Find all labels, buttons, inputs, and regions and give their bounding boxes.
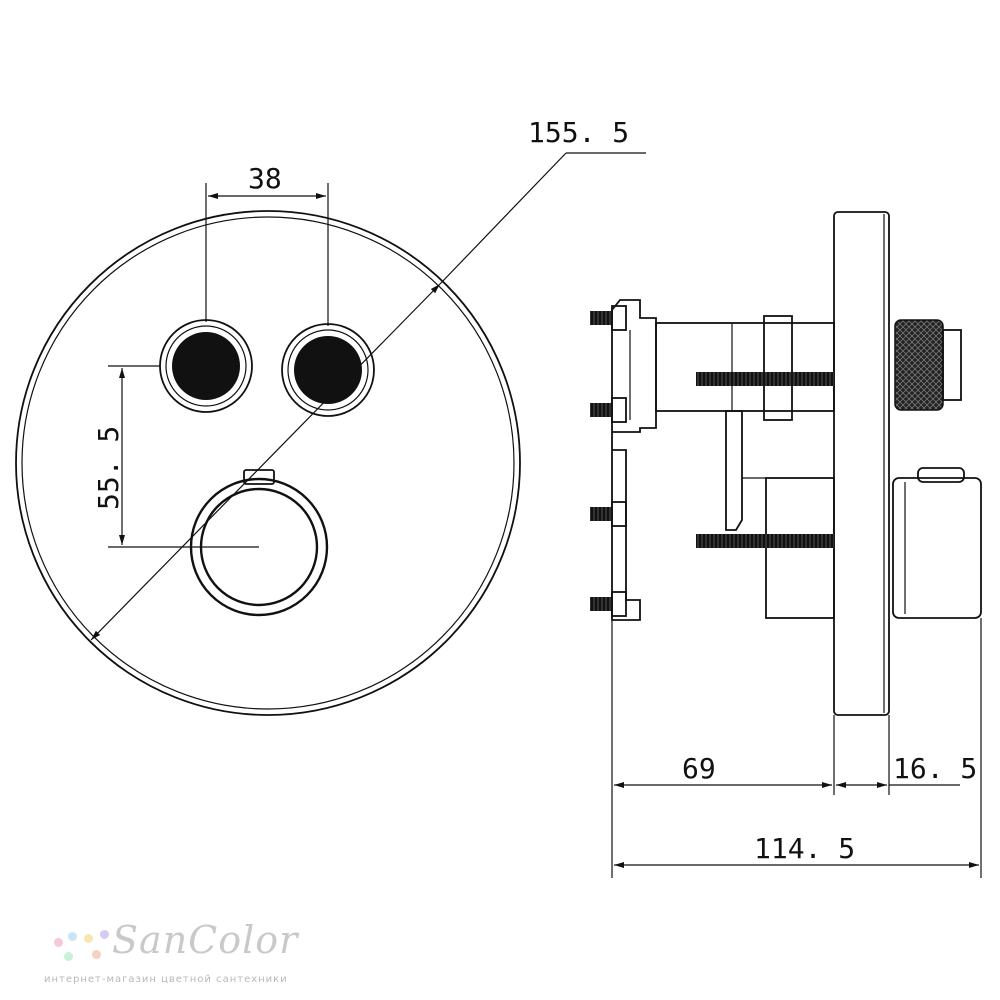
left-push-button <box>159 319 253 413</box>
brand-dot <box>64 952 73 961</box>
brand-dot <box>84 934 93 943</box>
lower-threaded-rod <box>696 534 834 548</box>
valve-body <box>655 315 835 619</box>
mounting-bolt-4 <box>590 591 627 617</box>
upper-threaded-rod <box>696 372 834 386</box>
knurled-button <box>894 319 962 411</box>
brand-dot <box>54 938 63 947</box>
mounting-bolt-2 <box>590 397 627 423</box>
dimension-vertical-offset: 55. 5 <box>92 365 259 548</box>
brand-logo-text: SanColor <box>112 918 299 962</box>
dimension-diameter-label: 155. 5 <box>528 116 629 149</box>
dimension-button-spacing: 38 <box>205 162 329 326</box>
dimension-total-depth-label: 114. 5 <box>754 832 855 865</box>
front-view: 38 55. 5 155. 5 <box>15 116 646 716</box>
dimension-total-depth: 114. 5 <box>614 832 979 868</box>
side-handle <box>892 467 982 619</box>
cover-plate-inner-edge <box>21 216 515 710</box>
mounting-bolt-3 <box>590 501 627 527</box>
cover-plate-outline <box>15 210 521 716</box>
dimension-diameter: 155. 5 <box>90 116 646 641</box>
thermostat-knob <box>189 469 329 617</box>
brand-dot <box>68 932 77 941</box>
dimension-body-depth-label: 69 <box>682 752 716 785</box>
side-view: 69 16. 5 114. 5 <box>590 211 982 878</box>
dimension-plate-depth-label: 16. 5 <box>893 752 977 785</box>
right-push-button <box>281 323 375 417</box>
wall-plate <box>833 211 890 716</box>
mounting-bolt-1 <box>590 305 627 331</box>
brand-tagline: интернет-магазин цветной сантехники <box>44 974 288 985</box>
brand-watermark: SanColor интернет-магазин цветной сантех… <box>40 918 340 990</box>
brand-dot <box>92 950 101 959</box>
mounting-bracket <box>611 299 657 621</box>
dimension-body-depth: 69 <box>614 752 832 788</box>
dimension-plate-depth: 16. 5 <box>836 752 977 788</box>
brand-dot <box>100 930 109 939</box>
dimension-button-spacing-label: 38 <box>248 162 282 195</box>
dimension-vertical-offset-label: 55. 5 <box>92 426 125 510</box>
